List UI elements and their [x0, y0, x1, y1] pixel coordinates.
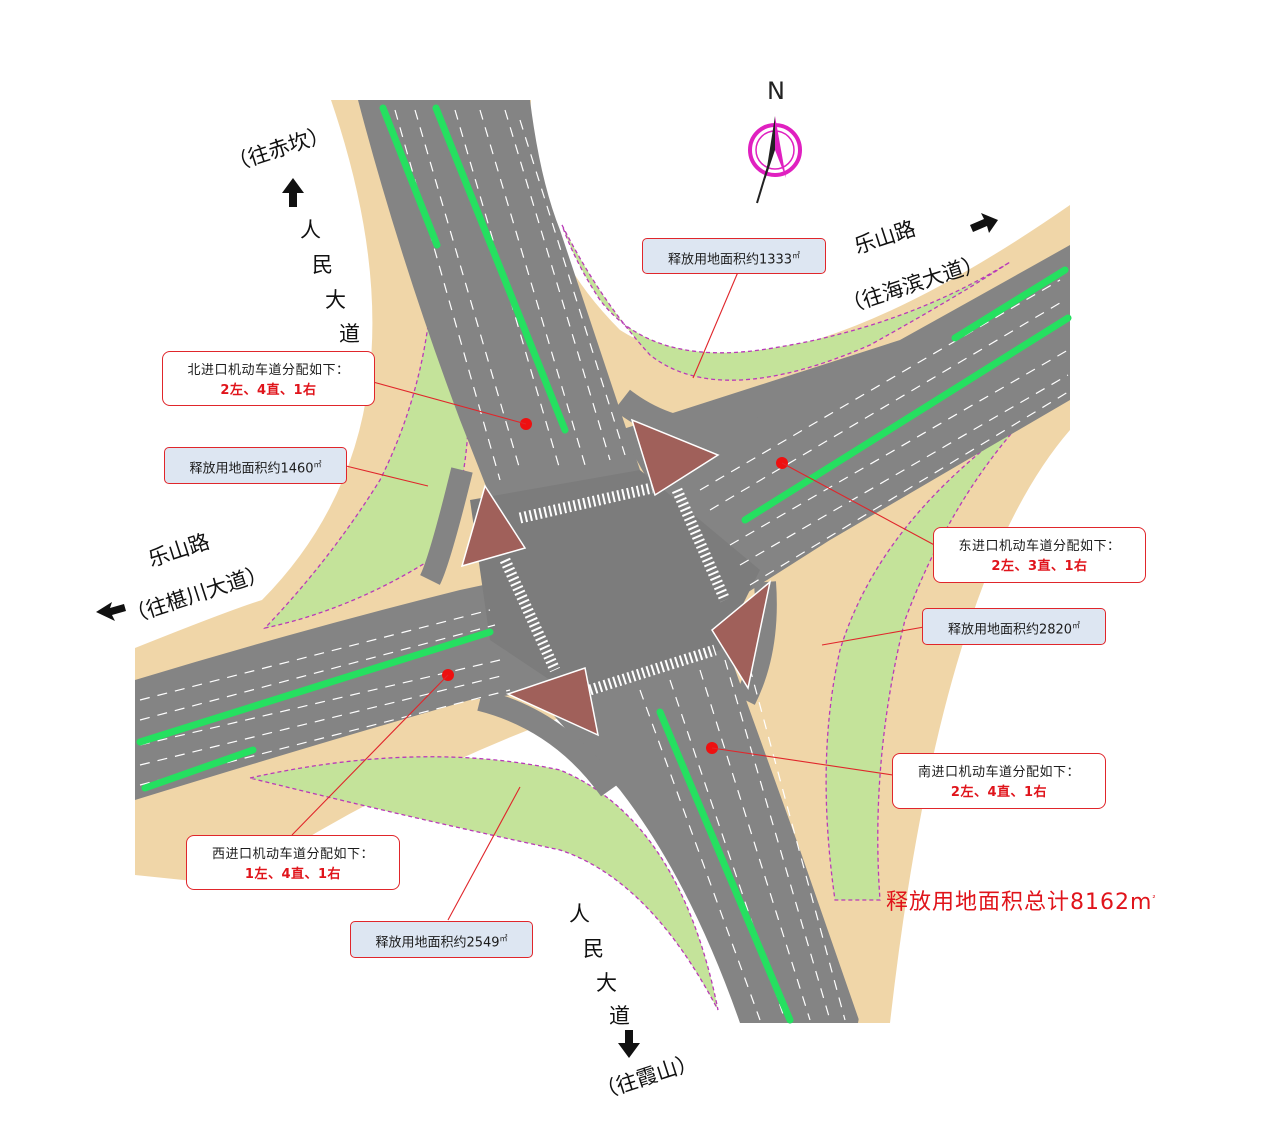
east-lane-title: 东进口机动车道分配如下： [958, 539, 1121, 554]
east-lane-values: 2左、3直、1右 [991, 559, 1088, 574]
south-lane-title: 南进口机动车道分配如下： [917, 765, 1080, 780]
area-sw-label: 释放用地面积约2549㎡ [350, 921, 533, 958]
green-nw [263, 308, 469, 630]
north-lane-title: 北进口机动车道分配如下： [187, 363, 350, 378]
area-se-label: 释放用地面积约2820㎡ [922, 608, 1106, 645]
arrow-north-icon [282, 178, 304, 207]
green-se [825, 417, 1026, 901]
lane-markings [139, 109, 1069, 1021]
direction-arrows [96, 178, 998, 1058]
west-lane-values: 1左、4直、1右 [244, 867, 342, 882]
north-lane-values: 2左、4直、1右 [220, 383, 317, 398]
north-road-char-1: 人 [300, 218, 321, 242]
east-lane-callout: 东进口机动车道分配如下： 2左、3直、1右 [933, 527, 1146, 583]
south-road-char-4: 道 [609, 1004, 630, 1028]
north-road-char-3: 大 [325, 288, 346, 312]
area-nw-label: 释放用地面积约1460㎡ [164, 447, 347, 484]
arrow-west-icon [96, 602, 126, 621]
arrow-south-icon [618, 1030, 640, 1058]
south-road-char-3: 大 [596, 971, 617, 995]
north-road-char-4: 道 [339, 322, 360, 346]
traffic-islands [460, 418, 772, 737]
south-road-char-1: 人 [569, 902, 590, 926]
green-medians [136, 104, 1072, 1024]
arrow-east-icon [970, 213, 998, 233]
south-lane-callout: 南进口机动车道分配如下： 2左、4直、1右 [892, 753, 1106, 809]
green-ne [561, 224, 1011, 381]
south-lane-values: 2左、4直、1右 [950, 785, 1048, 800]
south-road-char-2: 民 [583, 937, 604, 961]
compass-icon: N [748, 77, 802, 204]
area-ne-label: 释放用地面积约1333㎡ [642, 238, 826, 274]
north-letter: N [767, 77, 785, 105]
west-lane-callout: 西进口机动车道分配如下： 1左、4直、1右 [186, 835, 400, 890]
north-lane-callout: 北进口机动车道分配如下： 2左、4直、1右 [162, 351, 375, 406]
callout-lines [291, 271, 941, 921]
west-lane-title: 西进口机动车道分配如下： [211, 847, 374, 862]
crosswalks [499, 482, 731, 696]
total-area-label: 释放用地面积总计8162m² [886, 890, 1157, 915]
north-road-char-2: 民 [312, 253, 333, 277]
green-space [249, 224, 1026, 1011]
green-sw [249, 756, 719, 1011]
